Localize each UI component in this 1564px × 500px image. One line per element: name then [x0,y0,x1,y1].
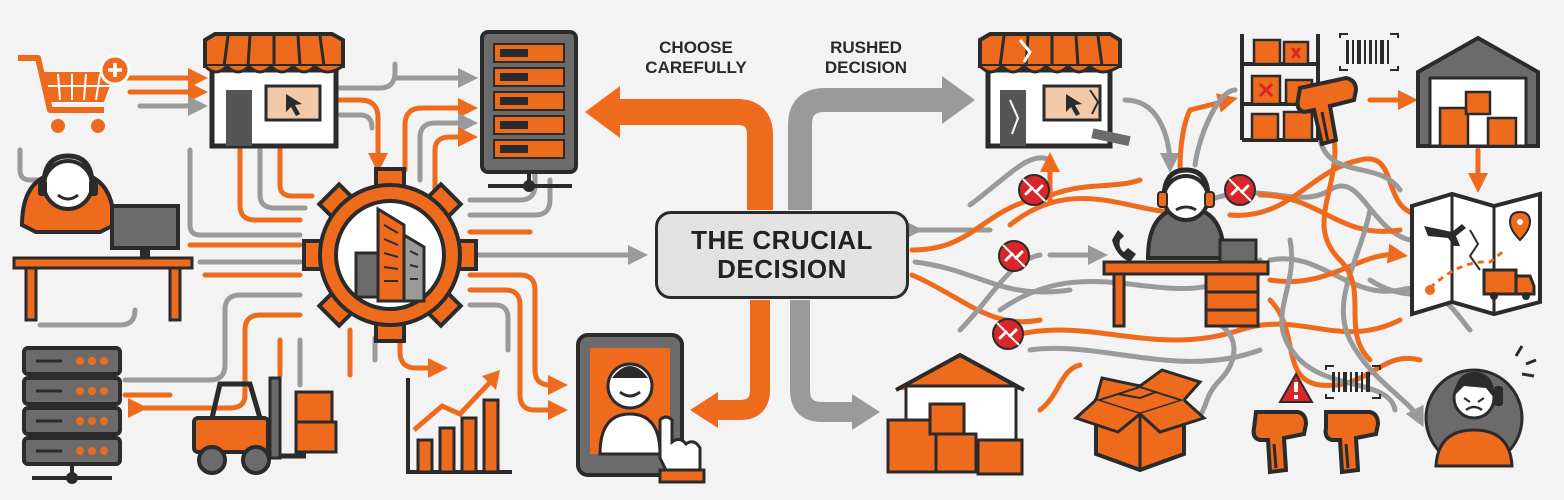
barcode-icon [1325,365,1381,399]
broken-link-icon [998,240,1030,272]
frustrated-customer-icon [1424,345,1537,468]
stressed-agent-icon [1145,167,1227,260]
decision-fork [585,76,975,430]
gear-building-icon [302,167,478,343]
right-tangled-connectors [903,87,1488,428]
route-map-icon [1410,191,1542,317]
center-title-line2: DECISION [717,254,847,284]
server-rack-icon [480,30,578,192]
warehouse-icon [886,352,1025,476]
crucial-decision-box: THE CRUCIAL DECISION [655,211,909,299]
rushed-decision-label: RUSHED DECISION [796,38,936,79]
left-connectors [17,61,648,420]
barcode-scanner-icon [1295,75,1359,147]
warehouse-icon [1416,35,1540,148]
broken-link-icon [992,318,1024,350]
broken-link-icon [1018,174,1050,206]
barcode-scanner-icon [1251,410,1309,475]
damaged-storefront-icon [978,32,1131,149]
rushed-label-line2: DECISION [824,58,908,78]
broken-link-icon [1224,174,1256,206]
center-title-line1: THE CRUCIAL [691,224,873,255]
shelf-boxes-icon [1240,34,1320,142]
barcode-icon [1339,33,1399,71]
open-box-icon [1073,368,1207,473]
customer-support-agent-icon [12,153,194,322]
barcode-scanner-icon [1323,410,1381,475]
forklift-icon [192,376,338,475]
choose-label-line1: CHOOSE [659,38,733,57]
storefront-icon [203,32,345,149]
rushed-label-line1: RUSHED [830,38,902,57]
shopping-cart-icon [18,54,131,133]
growth-chart-icon [406,370,512,474]
desk-phone-icon [1102,230,1270,328]
tablet-user-icon [576,333,706,484]
warning-icon [1278,371,1314,403]
choose-label-line2: CAREFULLY [645,58,747,78]
server-icon [22,346,122,484]
choose-carefully-label: CHOOSE CAREFULLY [626,38,766,79]
